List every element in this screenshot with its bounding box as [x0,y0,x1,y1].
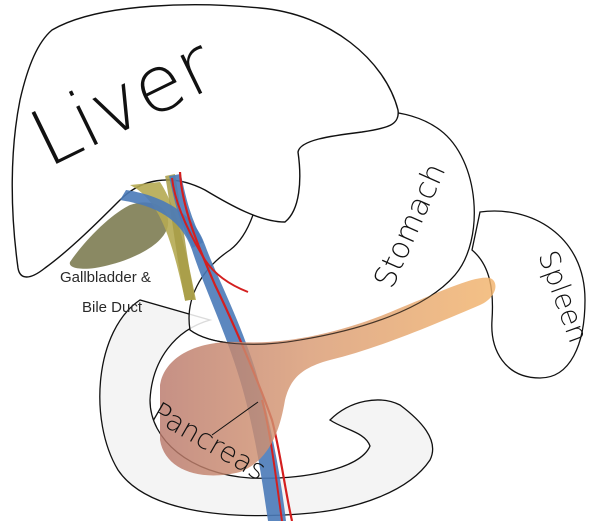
gallbladder-label-line1: Gallbladder & [60,269,151,286]
gallbladder-label-line2: Bile Duct [82,299,143,316]
